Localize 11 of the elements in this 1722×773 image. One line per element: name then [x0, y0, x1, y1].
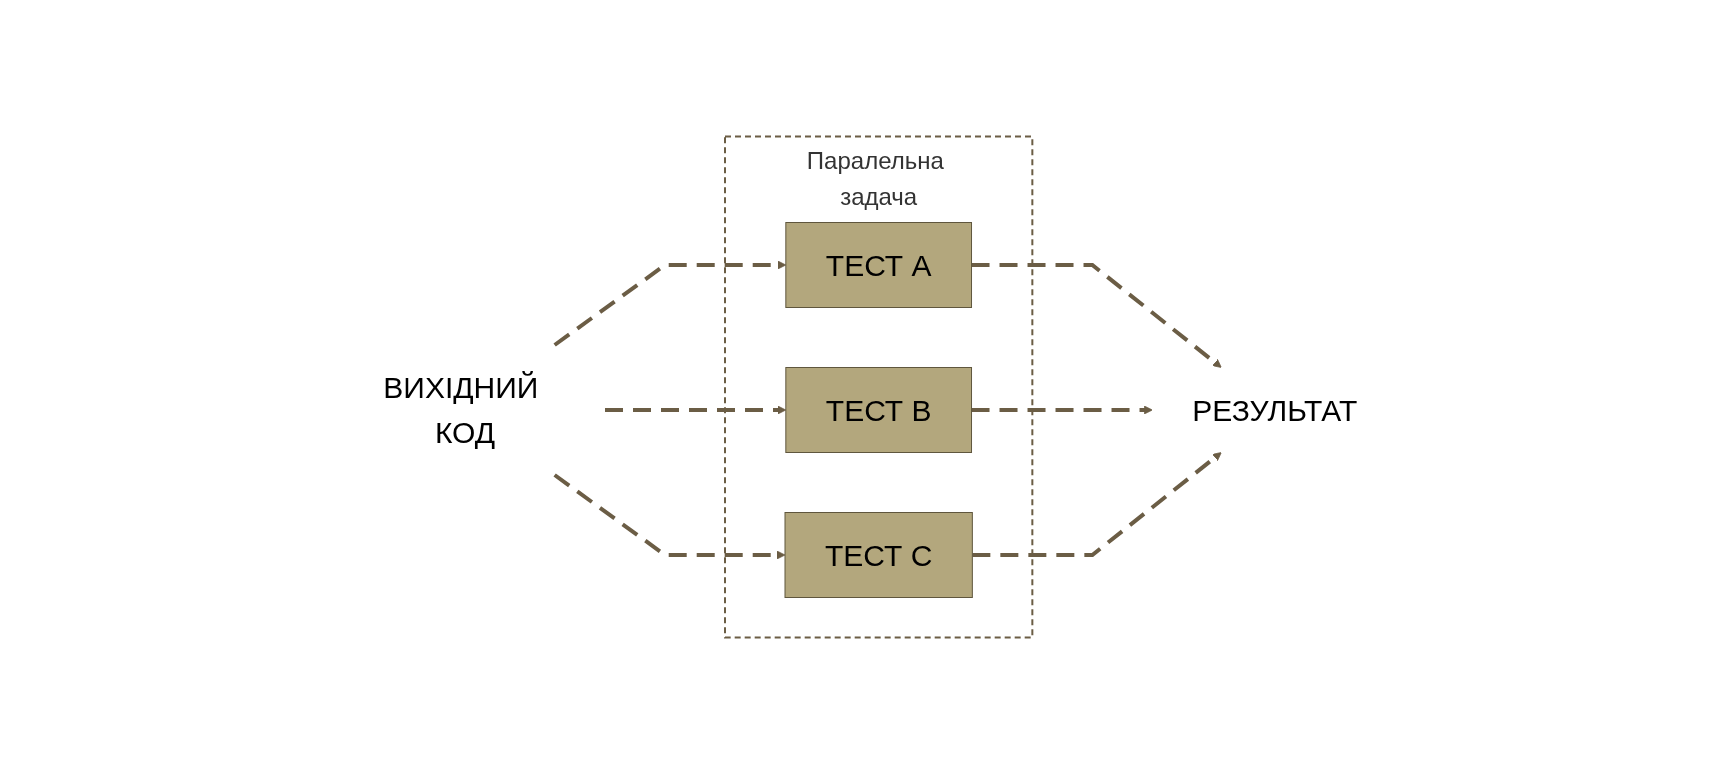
node-text: ВИХІДНИЙ КОД — [383, 370, 539, 449]
arrow — [553, 260, 787, 347]
node-box: ТЕСТ B — [785, 366, 972, 453]
node-box: ТЕСТ A — [785, 221, 972, 308]
arrow — [971, 405, 1153, 414]
node-text: РЕЗУЛЬТАТ — [1192, 393, 1358, 426]
node-box: ТЕСТ C — [784, 511, 973, 598]
arrow — [971, 262, 1222, 368]
arrow — [972, 451, 1222, 557]
arrow — [604, 405, 787, 414]
arrow — [553, 472, 786, 559]
